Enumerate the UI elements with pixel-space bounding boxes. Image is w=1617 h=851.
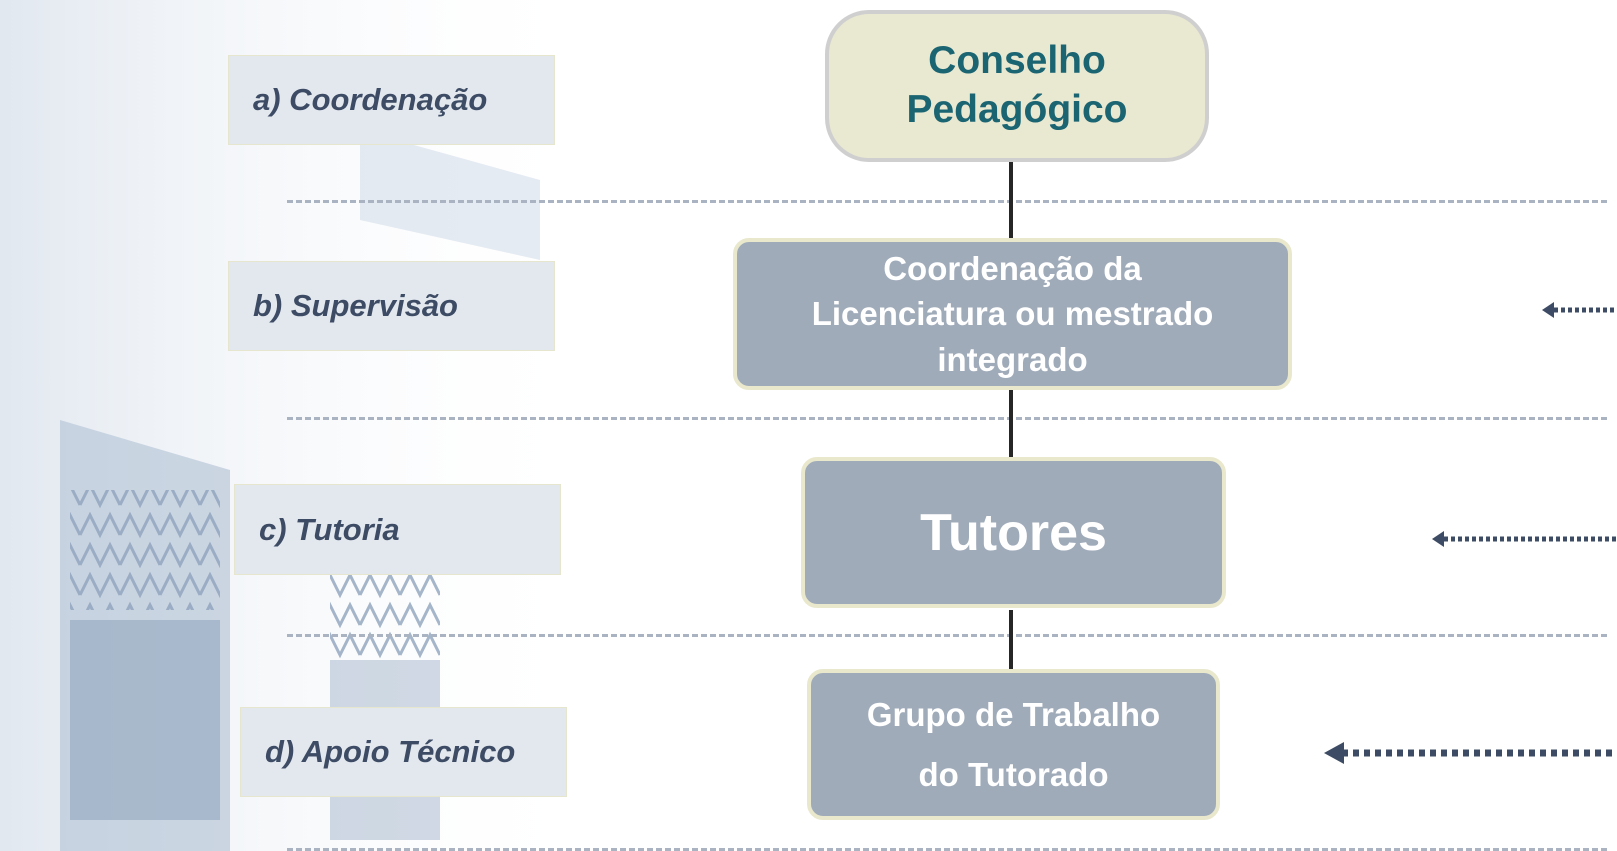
connector-line — [1009, 160, 1013, 240]
level-divider — [287, 848, 1607, 851]
level-label-supervisao: b) Supervisão — [228, 261, 555, 351]
node-coordenacao-licenciatura: Coordenação da Licenciatura ou mestrado … — [733, 238, 1292, 390]
node-tutores-label: Tutores — [920, 503, 1107, 562]
node-grupo-line1: Grupo de Trabalho — [866, 696, 1161, 734]
node-conselho-line1: Conselho — [928, 39, 1106, 83]
node-grupo-line2: do Tutorado — [918, 755, 1109, 793]
connector-line — [1009, 388, 1013, 458]
node-coordenacao-line2: Licenciatura ou mestrado — [811, 295, 1214, 333]
dotted-arrow-tutoria — [1432, 531, 1617, 547]
level-divider — [287, 200, 1607, 203]
node-tutores: Tutores — [801, 457, 1226, 608]
level-label-apoio-tecnico: d) Apoio Técnico — [240, 707, 567, 797]
level-label-coordenacao: a) Coordenação — [228, 55, 555, 145]
level-divider — [287, 634, 1607, 637]
connector-line — [1009, 610, 1013, 670]
node-grupo-trabalho-tutorado: Grupo de Trabalho do Tutorado — [807, 669, 1220, 820]
dotted-arrow-supervisao — [1542, 302, 1617, 318]
level-label-tutoria: c) Tutoria — [234, 484, 561, 575]
node-conselho-line2: Pedagógico — [906, 88, 1128, 131]
node-coordenacao-line3: integrado — [937, 340, 1088, 378]
dotted-arrow-apoio-tecnico — [1324, 742, 1617, 764]
level-divider — [287, 417, 1607, 420]
node-coordenacao-line1: Coordenação da — [883, 250, 1142, 288]
node-conselho-pedagogico: Conselho Pedagógico — [825, 10, 1209, 162]
